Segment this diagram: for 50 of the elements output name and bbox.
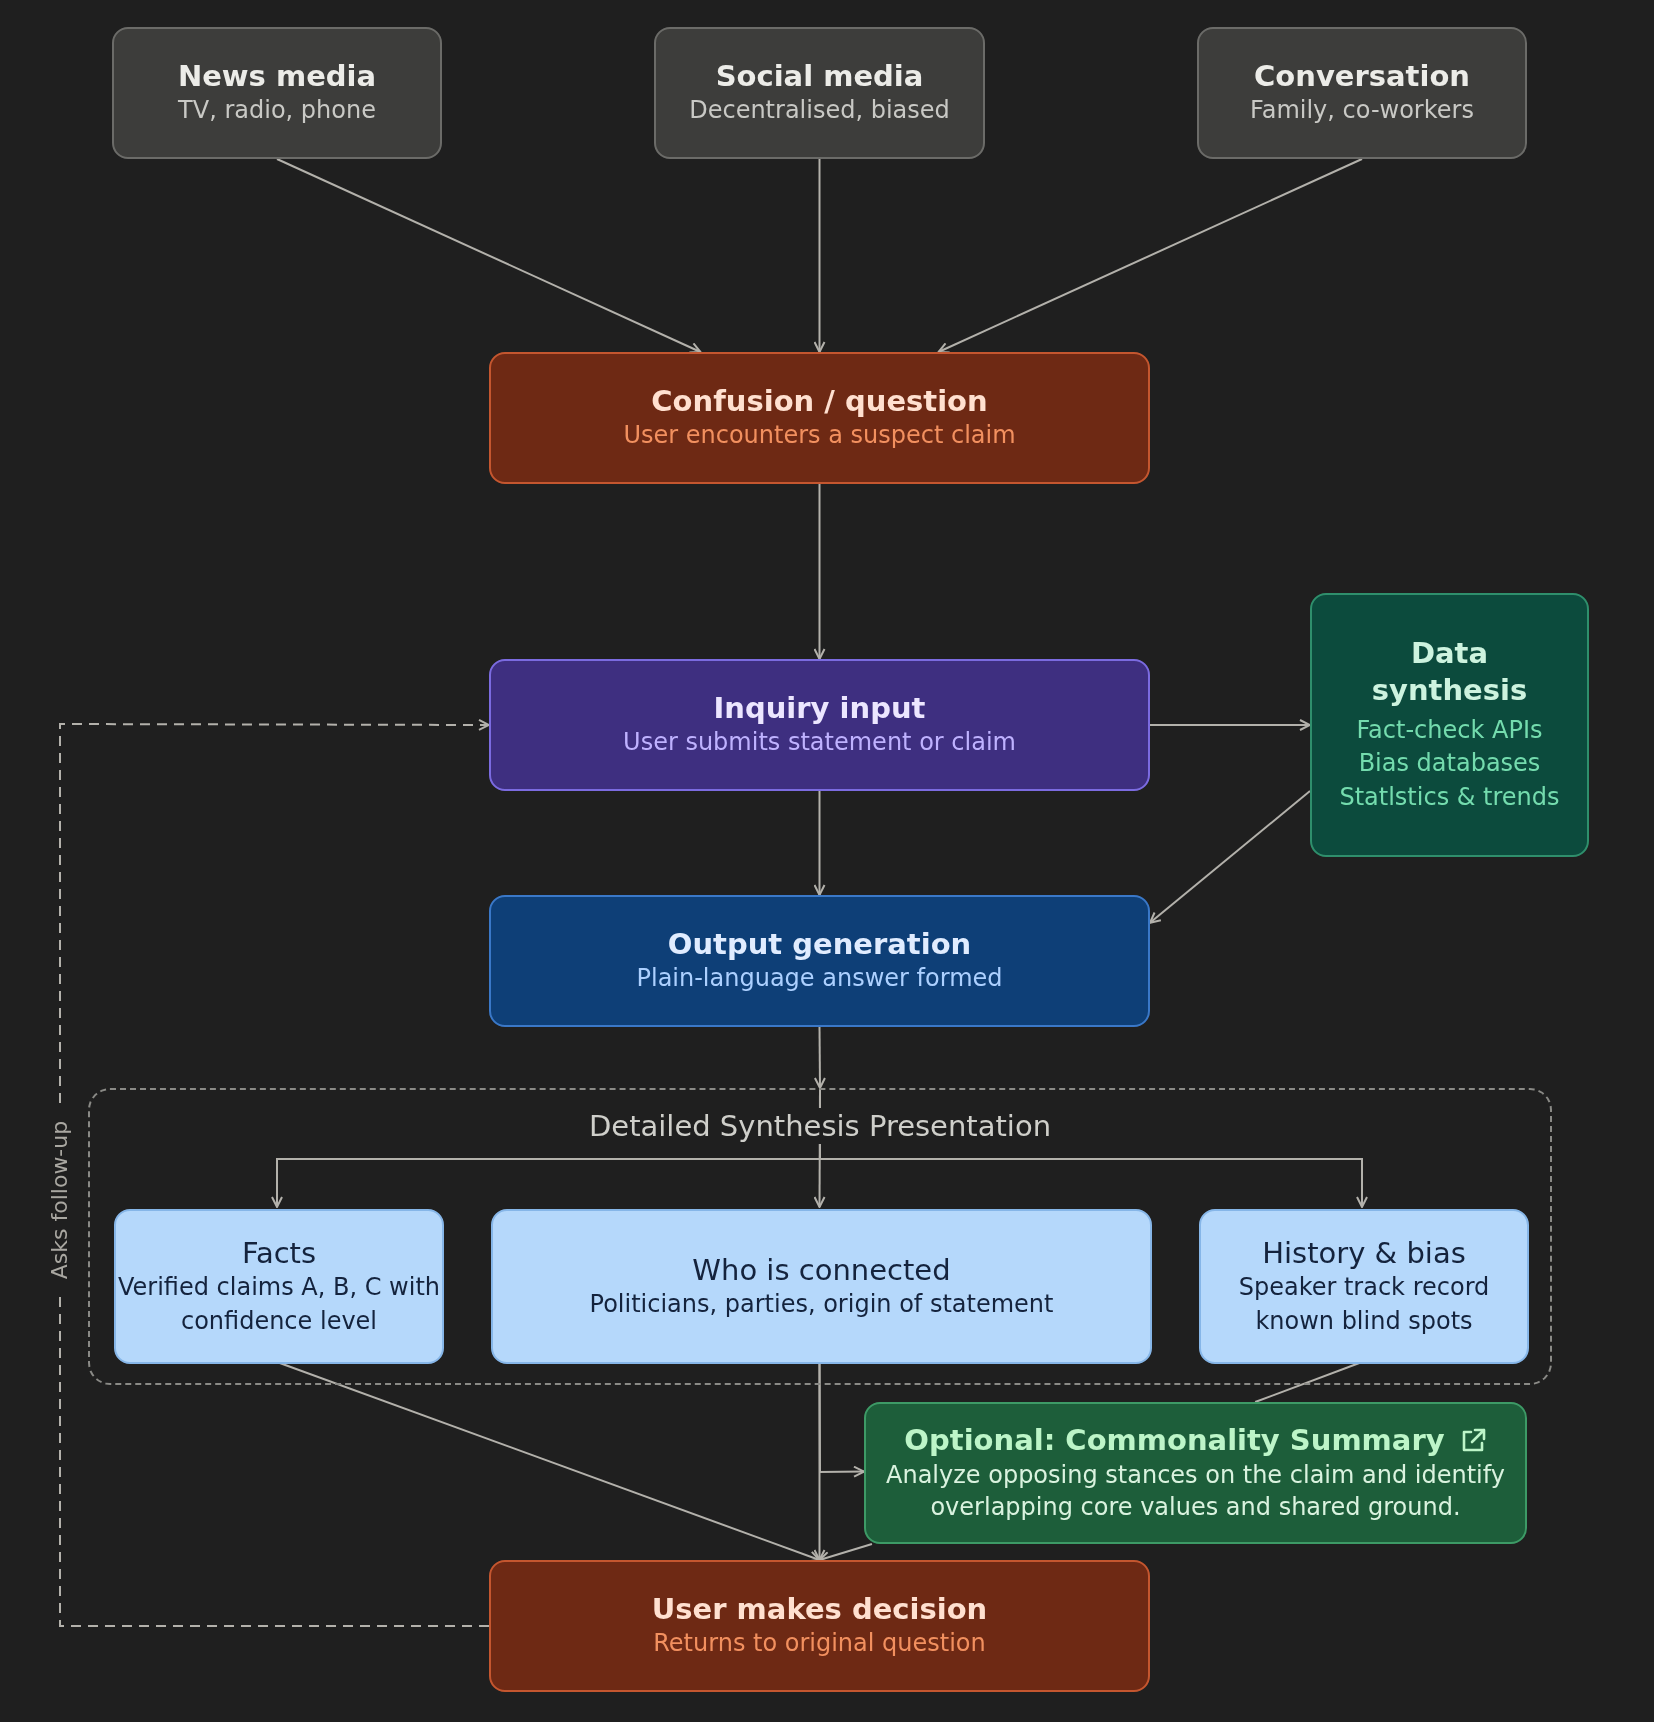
node-description: Returns to original question [653,1628,986,1660]
process-box [489,1560,1150,1692]
process-box [489,659,1150,791]
arrow [276,158,702,354]
source-box [1197,27,1527,159]
node-description: Bias databases [1358,748,1541,780]
node-title: News media [177,58,377,95]
node-description: User encounters a suspect claim [623,420,1016,452]
process-box [489,352,1150,484]
arrow [937,158,1363,354]
result-box [1199,1209,1529,1364]
node-title: Output generation [667,926,972,963]
result-box [114,1209,444,1364]
node-description: Verified claims A, B, C with confidence level [116,1272,442,1337]
node-title: Conversation [1254,58,1470,95]
node-description: Statlstics & trends [1339,782,1560,814]
node-title: History & bias [1262,1234,1466,1272]
result-box [491,1209,1152,1364]
arrow [813,790,826,896]
source-box [654,27,985,159]
node-title: Facts [241,1234,317,1272]
node-description: Fact-check APIs [1356,714,1543,746]
arrow [1149,719,1311,731]
arrow [813,1026,826,1089]
node-description: Speaker track record known blind spots [1237,1272,1491,1337]
arrow [818,1543,873,1563]
node-description: Decentralised, biased [689,95,950,127]
node-description: User submits statement or claim [623,727,1016,759]
node-description: Family, co-workers [1250,95,1474,127]
node-description: Plain-language answer formed [636,963,1003,995]
node-title: User makes decision [651,1591,988,1628]
arrow [1149,790,1311,924]
arrow [813,483,826,660]
node-description: Politicians, parties, origin of statement [589,1288,1054,1320]
dashed-arrow [59,719,490,1627]
node-title: Confusion / question [651,383,988,420]
node-title: Social media [715,58,924,95]
node-title: Inquiry input [713,690,926,727]
data-box [1310,593,1589,857]
arrow [818,1361,865,1478]
node-description: Analyze opposing stances on the claim and identify overlapping core values and shared ground. [885,1459,1506,1524]
node-title: Who is connected [692,1251,951,1288]
optional-box [864,1402,1527,1544]
arrow [813,158,826,353]
node-title: Optional: Commonality Summary [904,1422,1445,1459]
source-box [112,27,442,159]
group-container [88,1088,1552,1385]
process-box [489,895,1150,1027]
node-title: Data synthesis [1370,635,1529,708]
node-description: TV, radio, phone [178,95,376,127]
